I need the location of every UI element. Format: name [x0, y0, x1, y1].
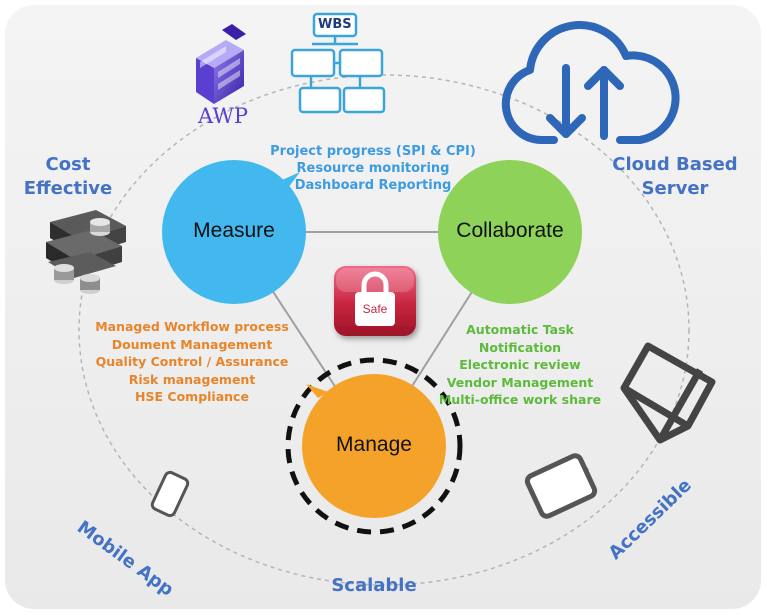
manage-feature-item: Risk management: [128, 371, 256, 387]
measure-feature-item: Dashboard Reporting: [294, 178, 452, 193]
manage-feature-item: Doument Management: [111, 336, 273, 352]
measure-feature-list: Project progress (SPI & CPI) Resource mo…: [266, 143, 480, 194]
manage-feature-item: Managed Workflow process: [95, 319, 289, 334]
scalable-label: Scalable: [331, 575, 417, 596]
measure-label: Measure: [193, 219, 275, 242]
manage-feature-list: Managed Workflow process Doument Managem…: [94, 318, 290, 406]
outer-dashed-ring: [78, 74, 690, 586]
collaborate-feature-item: Electronic review: [459, 357, 581, 372]
manage-feature-item: Quality Control / Assurance: [95, 354, 289, 369]
awp-logo-icon: [196, 24, 246, 104]
phone-icon: [150, 470, 190, 518]
collaborate-feature-item: Automatic Task: [466, 322, 574, 337]
manage-label: Manage: [336, 433, 412, 456]
cost-effective-label: Cost Effective: [20, 153, 116, 201]
wbs-logo-text: WBS: [318, 17, 352, 32]
wbs-chart-icon: [290, 12, 386, 114]
manage-feature-item: HSE Compliance: [135, 389, 249, 404]
safe-label: Safe: [362, 302, 388, 316]
tablet-icon: [524, 453, 598, 519]
laptop-icon: [620, 342, 716, 444]
cost-effective-line1: Cost: [45, 154, 91, 175]
collaborate-feature-item: Multi-office work share: [438, 392, 602, 407]
manage-node: [285, 357, 463, 535]
cloud-sync-icon: [501, 21, 680, 145]
collaborate-label: Collaborate: [456, 219, 564, 242]
measure-feature-item: Project progress (SPI & CPI): [270, 144, 476, 159]
collaborate-node: [438, 160, 582, 304]
cost-effective-line2: Effective: [23, 178, 113, 199]
cloud-server-label: Cloud Based Server: [608, 153, 742, 201]
cloud-server-line2: Server: [641, 178, 709, 199]
safe-lock-icon: [334, 266, 416, 336]
measure-node: [162, 160, 306, 304]
collaborate-feature-item: Notification: [478, 339, 562, 355]
money-stack-icon: [46, 210, 126, 294]
cloud-server-line1: Cloud Based: [612, 154, 738, 175]
collaborate-feature-list: Automatic Task Notification Electronic r…: [438, 321, 602, 409]
measure-feature-item: Resource monitoring: [296, 161, 450, 176]
collaborate-feature-item: Vendor Management: [446, 374, 594, 390]
awp-logo-text: AWP: [198, 104, 249, 128]
